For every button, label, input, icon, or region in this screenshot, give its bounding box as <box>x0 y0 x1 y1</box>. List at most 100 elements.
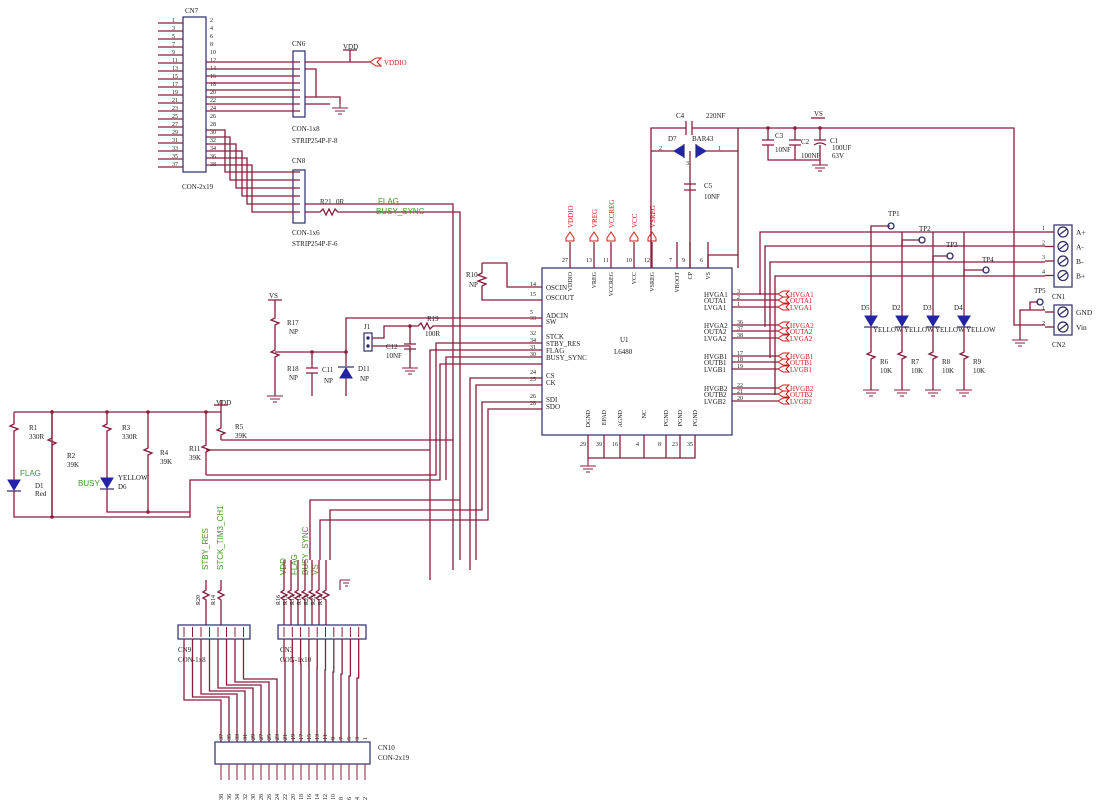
screw-slot <box>1058 323 1068 331</box>
ic-u1-body <box>541 267 733 436</box>
ic-pin-name: HVGB1 <box>704 353 728 361</box>
ic-pin-name: OUTB2 <box>704 391 727 399</box>
screw-slot <box>1058 272 1068 279</box>
ic-pin-number: 6 <box>700 258 703 264</box>
cn2-pin-number: 2 <box>1042 321 1045 327</box>
cn7-pin-label: 28 <box>210 122 216 128</box>
c12-ref: C12 <box>386 343 398 351</box>
ic-pin-name: OSCIN <box>546 284 567 292</box>
output-net-label: HVGA1 <box>790 291 814 299</box>
cn6-part: STRIP254P-F-8 <box>292 137 338 145</box>
output-net-flag <box>777 365 791 373</box>
cn10-pin-label: 16 <box>307 794 313 800</box>
ic-pin-number: 23 <box>672 442 678 448</box>
cn3-type: CON-1x10 <box>280 656 312 664</box>
output-net-flag <box>777 334 791 342</box>
ic-pin-number: 30 <box>530 352 536 358</box>
cn10-pin-label: 33 <box>235 734 241 740</box>
stck-tim-net-label: STCK_TIM3_CH1 <box>216 505 225 570</box>
ic-pin-name: DGND <box>586 409 592 427</box>
cn10-pin-label: 12 <box>323 794 329 800</box>
ic-pin-name: SW <box>546 318 557 326</box>
ground-symbol <box>925 389 941 397</box>
tp4-ref: TP4 <box>982 256 994 264</box>
r19-ref: R19 <box>427 315 439 323</box>
cn1-terminal-label: A- <box>1076 243 1084 252</box>
output-net-flag <box>777 352 791 360</box>
screw-slot <box>1058 257 1068 265</box>
cn1-pin-number: 2 <box>1042 241 1045 247</box>
d6-label: BUSY <box>78 479 100 488</box>
cn7-pin-label: 17 <box>172 82 178 88</box>
cn7-pin-label: 20 <box>210 90 216 96</box>
c1-ref: C1 <box>830 137 839 145</box>
resistor-ref: R8 <box>942 358 951 366</box>
r18-value: NP <box>289 374 298 382</box>
ic-pin-name: NC <box>642 410 648 418</box>
cn10-pin-label: 32 <box>243 794 249 800</box>
led-resistor <box>865 327 877 390</box>
r3-value: 330R <box>122 433 138 441</box>
cn7-pin-label: 2 <box>210 18 213 24</box>
ground-symbol <box>956 389 972 397</box>
led-resistor <box>927 327 939 390</box>
array-resistor-ref: R20 <box>196 595 202 605</box>
ic-pin-number: 27 <box>562 258 568 264</box>
svg-text:BUSY_SYNC: BUSY_SYNC <box>301 526 310 575</box>
r4-ref: R4 <box>160 449 169 457</box>
output-net-label: LVGA2 <box>790 335 813 343</box>
ic-pin-number: 17 <box>737 351 743 357</box>
array-resistor <box>286 560 296 625</box>
resistor-value: 10K <box>973 367 985 375</box>
ic-pin-name: LVGB1 <box>704 366 726 374</box>
ic-pin-name: ADCIN <box>546 312 568 320</box>
array-resistor <box>314 560 324 625</box>
ic-pin-name: VREG <box>592 271 598 288</box>
cn7-pin-label: 12 <box>210 58 216 64</box>
cn10-pin-label: 5 <box>347 737 353 740</box>
cn10-fan-wires <box>183 639 360 742</box>
ic-pin-name: VCC <box>632 272 638 284</box>
ic-pin-name: LVGA1 <box>704 304 727 312</box>
output-net-label: HVGB2 <box>790 385 814 393</box>
cn10-type: CON-2x19 <box>378 754 410 762</box>
cn10-pin-label: 3 <box>355 737 361 740</box>
cn10-pin-label: 21 <box>283 734 289 740</box>
cn10-pin-label: 14 <box>315 794 321 800</box>
r10-value: NP <box>469 281 478 289</box>
cn2-ref: CN2 <box>1052 341 1066 349</box>
svg-text:VS: VS <box>311 564 320 575</box>
ic-top-flags: VDDIO VREG VCCREG VCC VSREG <box>565 200 657 242</box>
cn8-type: CON-1x6 <box>292 229 320 237</box>
cn10-pin-label: 7 <box>339 737 345 740</box>
cn1-pin-number: 1 <box>1042 226 1045 232</box>
r21-ref: R21 <box>320 198 332 206</box>
fan-wire <box>183 639 222 742</box>
ic-pin-name: VDDIO <box>568 271 574 291</box>
r1-ref: R1 <box>29 424 38 432</box>
ic-pin-name: VS <box>706 272 712 280</box>
cn7-pin-label: 33 <box>172 146 178 152</box>
array-resistor-ref: R14 <box>297 595 303 605</box>
flag-vcc: VCC <box>631 213 639 228</box>
vertical-bus-labels: VDD FLAG BUSY_SYNC VS <box>279 526 320 575</box>
d6-value: YELLOW <box>118 474 148 482</box>
vs-label-left: VS <box>269 292 278 300</box>
array-resistor-ref: R16 <box>276 595 282 605</box>
array-resistor-ref: R22 <box>304 595 310 605</box>
led-ref: D3 <box>923 304 932 312</box>
cn7-pin-label: 25 <box>172 114 178 120</box>
tp2-ref: TP2 <box>919 225 931 233</box>
ic-pin-number: 28 <box>530 401 536 407</box>
ic-pin-number: 19 <box>737 364 743 370</box>
tp3-ref: TP3 <box>946 241 958 249</box>
output-net-label: HVGB1 <box>790 353 814 361</box>
svg-text:2: 2 <box>659 146 662 152</box>
ic-pin-name: FLAG <box>546 347 564 355</box>
r5-ref: R5 <box>235 423 244 431</box>
ground-symbol <box>894 389 910 397</box>
ic-pin-name: HVGB2 <box>704 385 728 393</box>
cn2-terminal-label: Vin <box>1076 323 1087 332</box>
